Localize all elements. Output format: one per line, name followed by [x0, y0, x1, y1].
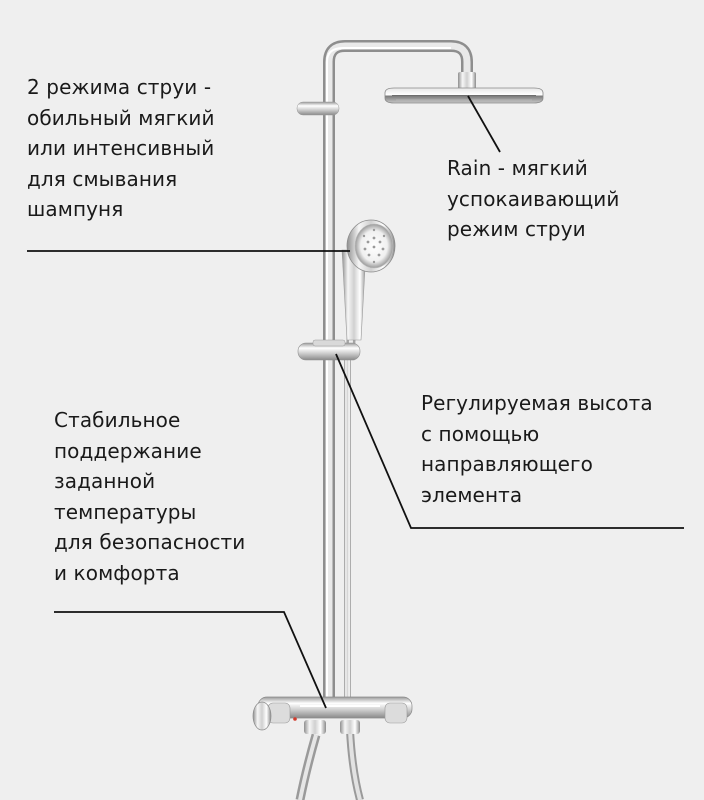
- slide-rail: [344, 360, 351, 700]
- annotation-rain: Rain - мягкий успокаивающий режим струи: [447, 153, 620, 245]
- hand-shower: [341, 219, 396, 341]
- annotation-line: и комфорта: [54, 560, 180, 585]
- annotation-line: заданной: [54, 469, 156, 493]
- annotation-thermostat: Стабильное поддержание заданной температ…: [54, 405, 245, 588]
- leader-rain: [467, 95, 501, 153]
- upper-bracket: [296, 101, 340, 116]
- annotation-line: элемента: [421, 482, 523, 507]
- head-shower: [384, 87, 544, 104]
- riser-pipe: [323, 40, 473, 700]
- annotation-line: шампуня: [27, 197, 124, 221]
- leader-height: [335, 353, 684, 529]
- head-shower-connector: [458, 72, 476, 90]
- annotation-line: поддержание: [54, 438, 202, 463]
- annotation-line: 2 режима струи -: [27, 75, 212, 99]
- annotation-line: или интенсивный: [27, 136, 215, 160]
- annotation-line: для смывания: [27, 166, 178, 191]
- sliding-holder: [297, 339, 361, 361]
- annotation-line: режим струи: [447, 217, 586, 241]
- annotation-line: Стабильное: [54, 408, 181, 432]
- thermostat: [252, 696, 413, 734]
- leader-lines: [27, 95, 684, 709]
- annotation-line: Rain - мягкий: [447, 156, 588, 180]
- annotation-height: Регулируемая высота с помощью направляющ…: [421, 388, 653, 510]
- annotation-line: с помощью: [421, 421, 540, 446]
- annotation-line: температуры: [54, 499, 197, 524]
- annotation-line: обильный мягкий: [27, 105, 215, 130]
- annotation-line: направляющего: [421, 452, 593, 476]
- annotation-line: для безопасности: [54, 530, 246, 554]
- annotation-line: Регулируемая высота: [421, 391, 653, 415]
- annotation-line: успокаивающий: [447, 186, 620, 211]
- annotation-shower-modes: 2 режима струи - обильный мягкий или инт…: [27, 72, 215, 225]
- leader-thermostat: [54, 611, 327, 709]
